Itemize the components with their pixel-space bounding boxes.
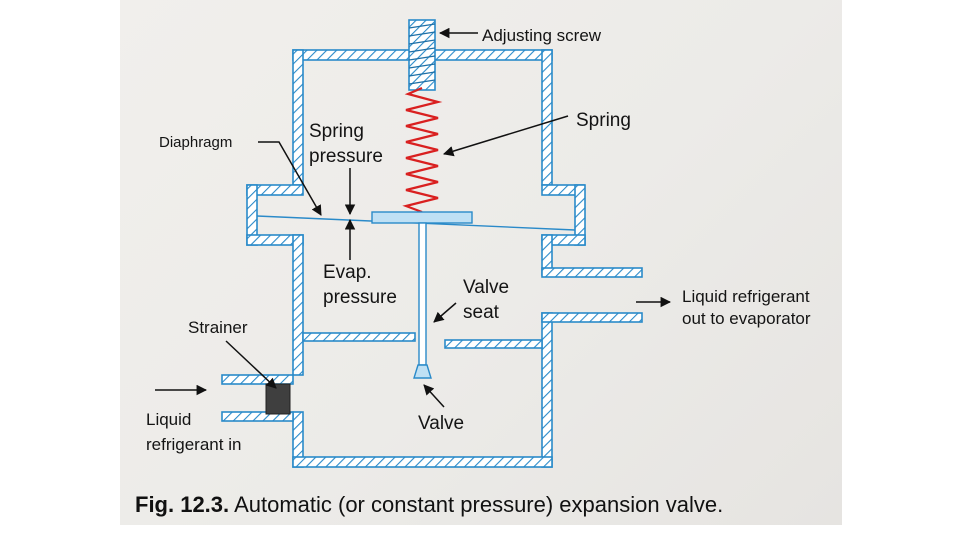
label-spring-pressure-line1: Spring [309, 121, 364, 142]
label-liquid-in-line2: refrigerant in [146, 435, 242, 454]
label-valve-seat-line2: seat [463, 302, 499, 323]
outlet-pipe-bottom [541, 312, 643, 323]
housing-upper-left-wall [292, 49, 304, 186]
screw-threads [408, 23, 436, 85]
label-spring-pressure-line2: pressure [309, 146, 383, 167]
adjusting-screw [408, 19, 436, 91]
label-liquid-in-line1: Liquid [146, 410, 192, 429]
label-adjusting-screw: Adjusting screw [482, 26, 602, 45]
label-liquid-out-line1: Liquid refrigerant [682, 287, 810, 306]
inlet-pipe-top [221, 374, 294, 385]
seat-partition-left [302, 332, 416, 342]
valve-housing [221, 19, 643, 468]
label-valve-seat-line1: Valve [463, 277, 510, 298]
label-liquid-out-line2: out to evaporator [682, 309, 811, 328]
arrow-valve-seat [433, 302, 457, 323]
arrow-valve [423, 384, 445, 408]
housing-upper-right-wall [541, 49, 553, 186]
outlet-pipe-top [541, 267, 643, 278]
figure-caption-text: Automatic (or constant pressure) expansi… [234, 492, 724, 517]
leader-arrows [155, 27, 672, 408]
spring-plate [371, 211, 473, 224]
housing-lower-right-lower [541, 312, 553, 468]
housing-bottom-wall [292, 456, 553, 468]
arrow-strainer [225, 340, 277, 389]
spring [402, 86, 443, 214]
arrow-diaphragm [258, 141, 322, 216]
housing-lower-left-upper [292, 234, 304, 376]
label-strainer: Strainer [188, 318, 248, 337]
label-diaphragm: Diaphragm [159, 134, 233, 151]
valve-head [413, 364, 432, 379]
figure-caption: Fig. 12.3. Automatic (or constant pressu… [135, 492, 723, 518]
strainer [265, 383, 291, 415]
figure-number: Fig. 12.3. [135, 492, 230, 517]
arrow-spring [442, 115, 569, 157]
label-valve: Valve [418, 413, 465, 434]
label-evap-pressure-line2: pressure [323, 287, 397, 308]
inlet-pipe-bottom [221, 411, 294, 422]
label-spring: Spring [576, 110, 631, 131]
seat-partition-right [444, 339, 543, 349]
valve-stem [418, 222, 427, 366]
label-evap-pressure-line1: Evap. [323, 262, 372, 283]
scanned-page [120, 0, 842, 525]
